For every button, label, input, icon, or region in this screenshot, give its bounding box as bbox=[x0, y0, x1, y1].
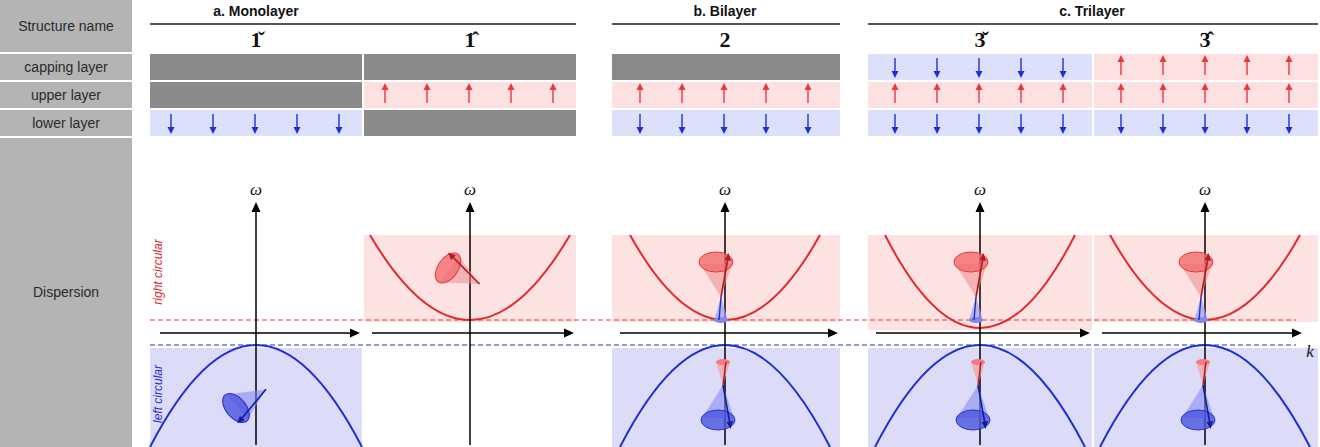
row-header-text: upper layer bbox=[31, 87, 101, 103]
row-header-box: capping layer bbox=[0, 54, 132, 80]
row-header-text: capping layer bbox=[24, 59, 107, 75]
structure-name: 1̂ bbox=[465, 27, 476, 53]
row-header-text: Structure name bbox=[18, 18, 114, 34]
structure-name: 1̌ bbox=[251, 27, 262, 53]
axis-label: k bbox=[1306, 342, 1314, 362]
structure-name: 3̌ bbox=[975, 27, 986, 53]
structure-name: 3̂ bbox=[1200, 27, 1211, 53]
structure-name: 2 bbox=[720, 27, 731, 53]
polarization-label: left circular bbox=[151, 365, 165, 423]
axis-label: ω bbox=[1199, 180, 1211, 200]
axis-label: ω bbox=[250, 180, 262, 200]
axis-label: ω bbox=[719, 180, 731, 200]
axis-label: ω bbox=[974, 180, 986, 200]
column-heading: a. Monolayer bbox=[213, 3, 299, 19]
column-heading: b. Bilayer bbox=[693, 3, 756, 19]
row-header-box: Dispersion bbox=[0, 138, 132, 447]
polarization-label: right circular bbox=[151, 239, 165, 304]
row-header-text: Dispersion bbox=[33, 284, 99, 300]
row-header-box: lower layer bbox=[0, 110, 132, 136]
row-header-box: upper layer bbox=[0, 82, 132, 108]
axis-label: ω bbox=[464, 180, 476, 200]
column-heading: c. Trilayer bbox=[1059, 3, 1124, 19]
row-header-box: Structure name bbox=[0, 0, 132, 52]
row-header-text: lower layer bbox=[32, 115, 100, 131]
